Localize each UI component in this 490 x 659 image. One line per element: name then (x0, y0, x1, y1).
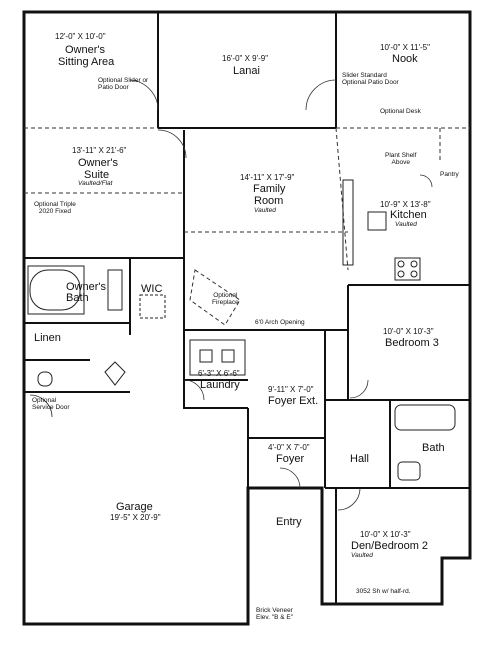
wic-name: WIC (141, 283, 163, 295)
den-sub: Vaulted (351, 552, 373, 559)
suite-dim: 13'-11" X 21'-6" (72, 146, 127, 155)
suite-sub: Vaulted/Flat (78, 180, 113, 187)
note-slider-standard: Slider Standard Optional Patio Door (342, 72, 399, 86)
nook-dim: 10'-0" X 11'-5" (380, 43, 430, 52)
hall-name: Hall (350, 453, 369, 465)
dashed-lines (24, 127, 470, 326)
foyer-ext-name: Foyer Ext. (268, 395, 319, 407)
nook-name: Nook (392, 53, 418, 65)
note-optional-service-door: Optional Service Door (32, 397, 70, 411)
fixtures (27, 179, 456, 481)
family-name-1: Family (253, 183, 286, 195)
lanai-name: Lanai (233, 65, 260, 77)
sitting-name-2: Sitting Area (58, 56, 115, 68)
lanai-dim: 16'-0" X 9'-9" (222, 54, 269, 63)
garage-dim: 19'-5" X 20'-9" (110, 513, 161, 522)
interior-walls (24, 12, 470, 604)
foyer-dim: 4'-0" X 7'-0" (268, 443, 310, 452)
note-pantry: Pantry (440, 171, 459, 178)
suite-name-1: Owner's (78, 157, 118, 169)
family-sub: Vaulted (254, 207, 276, 214)
foyer-name: Foyer (276, 453, 305, 465)
sitting-name-1: Owner's (65, 44, 105, 56)
owners-bath-name-1: Owner's (66, 281, 106, 293)
den-name: Den/Bedroom 2 (351, 540, 429, 552)
linen-name: Linen (34, 332, 61, 344)
owners-bath-name-2: Bath (66, 292, 89, 304)
exterior-walls (22, 10, 472, 626)
bath-name: Bath (422, 442, 445, 454)
note-optional-triple: Optional Triple 2020 Fixed (34, 201, 76, 215)
door-swings (29, 79, 433, 511)
suite-name-2: Suite (84, 169, 110, 181)
kitchen-name: Kitchen (390, 209, 427, 221)
bedroom3-name: Bedroom 3 (385, 337, 439, 349)
note-window: 3052 Sh w/ half-rd. (356, 588, 411, 595)
family-name-2: Room (254, 195, 284, 207)
garage-name: Garage (116, 501, 153, 513)
laundry-dim: 6'-3" X 6'-6" (198, 369, 240, 378)
note-plant-shelf: Plant Shelf Above (385, 152, 417, 166)
sitting-dim: 12'-0" X 10'-0" (55, 32, 106, 41)
den-dim: 10'-0" X 10'-3" (360, 530, 411, 539)
entry-name: Entry (276, 516, 302, 528)
note-arch-opening: 6'0 Arch Opening (255, 319, 305, 326)
family-dim: 14'-11" X 17'-9" (240, 173, 295, 182)
note-optional-desk: Optional Desk (380, 108, 421, 115)
note-slider-patio: Optional Slider or Patio Door (98, 77, 149, 91)
kitchen-dim: 10'-9" X 13'-8" (380, 200, 431, 209)
foyer-ext-dim: 9'-11" X 7'-0" (268, 385, 314, 394)
note-optional-fireplace: Optional Fireplace (212, 292, 239, 306)
kitchen-sub: Vaulted (395, 221, 417, 228)
laundry-name: Laundry (200, 379, 240, 391)
note-brick-veneer: Brick Veneer Elev. "B & E" (256, 607, 294, 621)
bedroom3-dim: 10'-0" X 10'-3" (383, 327, 434, 336)
